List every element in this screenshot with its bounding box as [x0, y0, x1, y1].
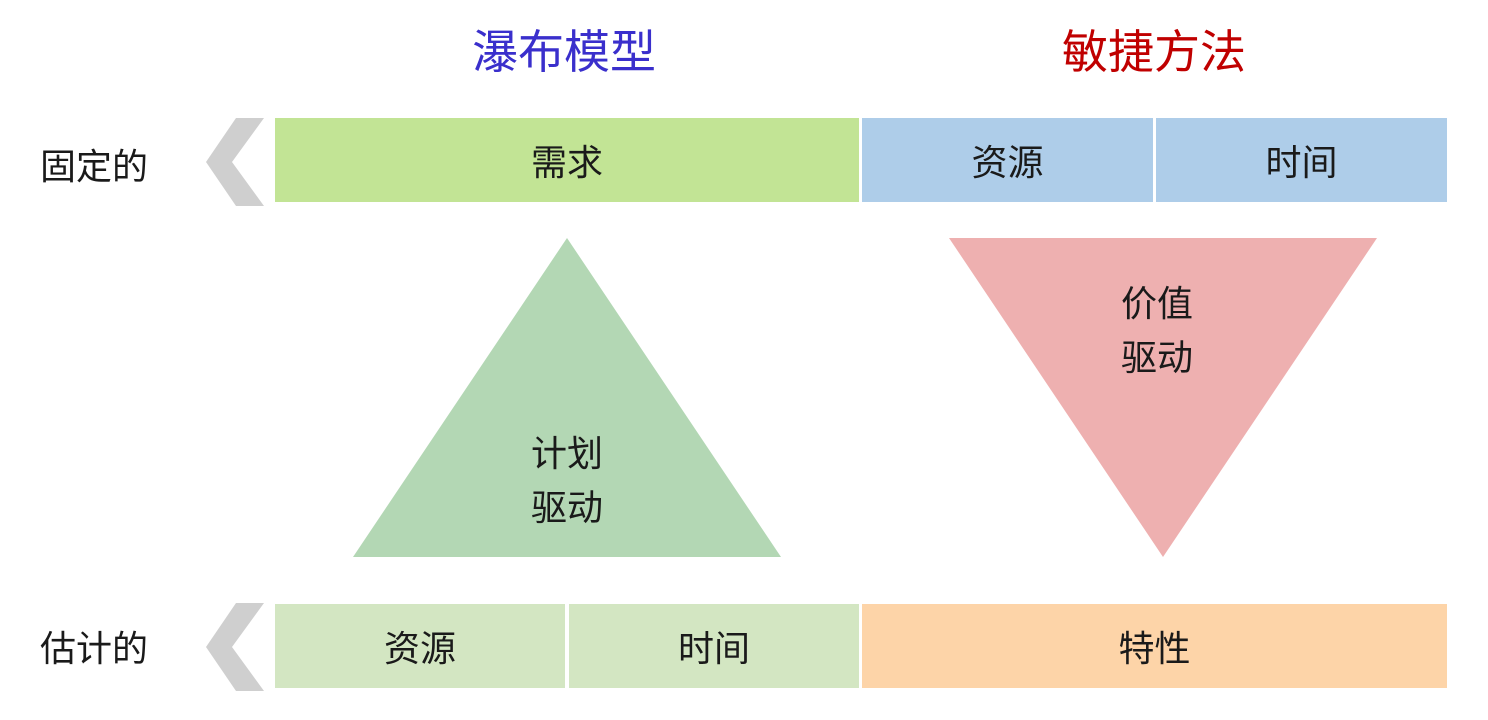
- resources-cell-fixed: 资源: [862, 118, 1153, 202]
- plan-driven-line2: 驱动: [530, 488, 603, 529]
- plan-driven-line1: 计划: [530, 434, 603, 475]
- fixed-row-label: 固定的: [40, 147, 149, 188]
- value-driven-triangle: [949, 238, 1377, 557]
- requirements-cell: 需求: [275, 118, 859, 202]
- estimated-row-label: 估计的: [40, 629, 149, 670]
- plan-driven-triangle: [353, 238, 781, 557]
- value-driven-label: 价值 驱动: [1057, 278, 1257, 386]
- time-cell-estimated: 时间: [569, 604, 859, 688]
- resources-cell-estimated: 资源: [275, 604, 565, 688]
- plan-driven-label: 计划 驱动: [467, 428, 667, 536]
- chevron-left-icon: [206, 118, 264, 206]
- value-driven-line2: 驱动: [1120, 338, 1193, 379]
- waterfall-heading: 瀑布模型: [472, 25, 656, 79]
- time-cell-fixed: 时间: [1156, 118, 1447, 202]
- value-driven-line1: 价值: [1120, 284, 1193, 325]
- features-cell: 特性: [862, 604, 1447, 688]
- agile-heading: 敏捷方法: [1062, 25, 1246, 79]
- chevron-left-icon: [206, 603, 264, 691]
